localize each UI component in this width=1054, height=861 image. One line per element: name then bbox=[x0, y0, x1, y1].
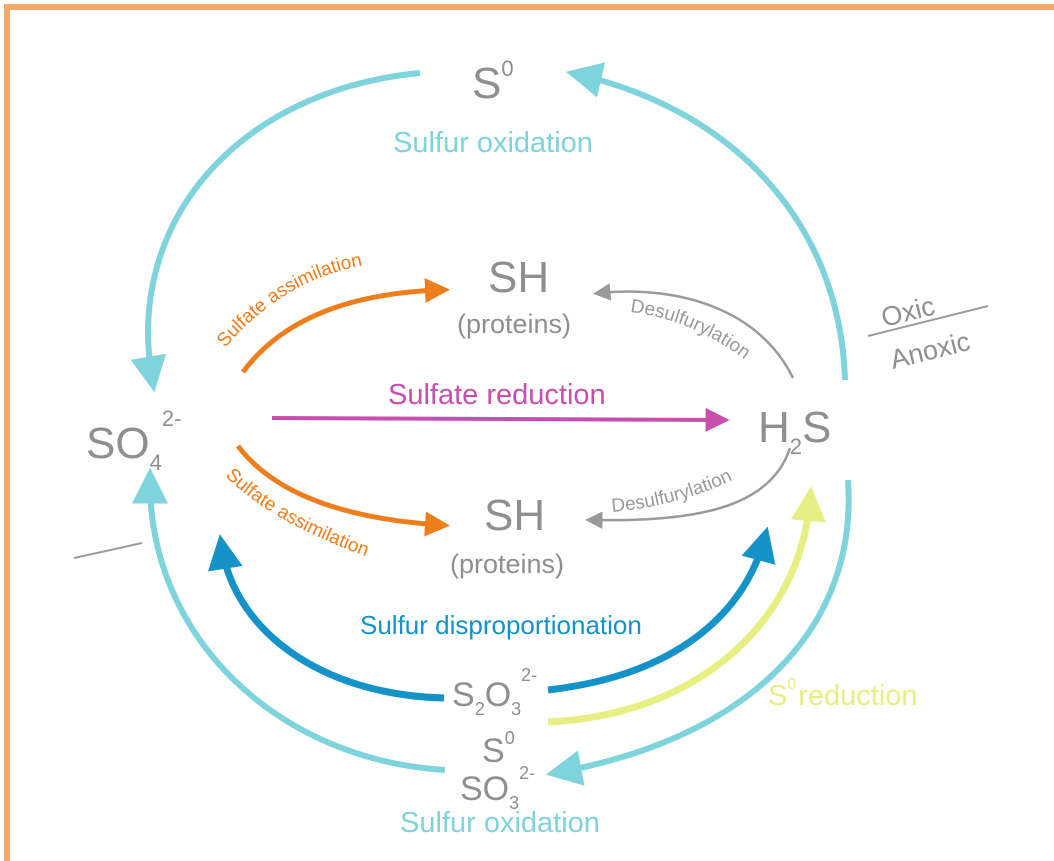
label-sulfate-assimilation-top: Sulfate assimilation bbox=[213, 250, 364, 351]
sulfur-oxidation-arrow-bottom-right bbox=[545, 479, 852, 786]
sulfate-base: SO bbox=[86, 419, 150, 468]
sulfate-assimilation-top-path: Sulfate assimilation bbox=[213, 250, 364, 351]
disproportionation-arrow-right bbox=[547, 526, 776, 694]
compound-s0-top: S0 bbox=[472, 56, 514, 108]
s0-bottom-base: S bbox=[482, 732, 505, 770]
frame-border bbox=[4, 4, 1054, 861]
sulfate-assimilation-arrow-bottom bbox=[236, 444, 450, 537]
s0-top-base: S bbox=[472, 59, 501, 108]
oxic-anoxic-divider-left bbox=[73, 542, 143, 559]
label-anoxic: Anoxic bbox=[887, 326, 973, 375]
compound-sh-bottom-proteins: (proteins) bbox=[450, 549, 564, 579]
desulfurylation-arrow-top bbox=[593, 283, 795, 379]
compound-sulfate: SO42- bbox=[86, 406, 181, 475]
label-oxic: Oxic bbox=[878, 291, 938, 333]
sulfide-base2: S bbox=[802, 403, 831, 452]
thiosulfate-sup: 2- bbox=[521, 665, 537, 685]
sulfate-assimilation-arrow-top bbox=[240, 278, 450, 374]
label-sulfur-oxidation-top: Sulfur oxidation bbox=[393, 127, 593, 159]
sulfite-base: SO bbox=[460, 770, 509, 808]
disproportionation-arrow-left bbox=[208, 534, 445, 702]
sulfate-sub: 4 bbox=[150, 450, 162, 475]
label-s0-reduction: S0reduction bbox=[768, 676, 918, 712]
sulfate-reduction-arrow bbox=[271, 407, 730, 432]
sulfur-oxidation-arrow-bottom-left bbox=[132, 467, 446, 773]
sulfide-sub: 2 bbox=[790, 434, 802, 459]
sulfite-sup: 2- bbox=[519, 763, 535, 783]
desulfurylation-arrow-bottom bbox=[585, 447, 792, 529]
s0-bottom-sup: 0 bbox=[505, 728, 515, 748]
compound-thiosulfate: S2O32- bbox=[452, 665, 537, 719]
label-desulfurylation-top: Desulfurylation bbox=[629, 296, 754, 364]
compound-s0-bottom: S0 bbox=[482, 728, 515, 770]
desulfurylation-top-path: Desulfurylation bbox=[629, 296, 754, 364]
compound-sh-top: SH bbox=[488, 253, 549, 302]
s0-top-sup: 0 bbox=[501, 56, 513, 81]
label-sulfur-oxidation-bottom: Sulfur oxidation bbox=[400, 807, 600, 839]
sulfite-sub: 3 bbox=[509, 793, 519, 813]
s0-reduction-rest: reduction bbox=[798, 680, 917, 712]
sulfur-oxidation-arrow-top-left bbox=[130, 70, 421, 393]
thiosulfate-sub2: 3 bbox=[511, 699, 521, 719]
sulfur-oxidation-arrow-top-right bbox=[565, 62, 848, 381]
s0-reduction-base: S bbox=[768, 680, 787, 712]
s0-reduction-sup: 0 bbox=[787, 676, 796, 693]
compound-sh-top-proteins: (proteins) bbox=[457, 309, 571, 339]
thiosulfate-base1: S bbox=[452, 676, 475, 714]
label-sulfate-reduction: Sulfate reduction bbox=[388, 379, 606, 411]
compound-sulfite: SO32- bbox=[460, 763, 535, 813]
s0-reduction-arrow bbox=[547, 486, 826, 726]
thiosulfate-sub1: 2 bbox=[475, 699, 485, 719]
compound-sulfide: H2S bbox=[758, 403, 831, 459]
compound-sh-bottom: SH bbox=[484, 491, 545, 540]
sulfide-base1: H bbox=[758, 403, 790, 452]
thiosulfate-base2: O bbox=[485, 676, 511, 714]
sulfate-sup: 2- bbox=[162, 406, 182, 431]
oxic-anoxic-divider-right bbox=[867, 305, 989, 337]
label-sulfur-disproportionation: Sulfur disproportionation bbox=[360, 610, 642, 640]
